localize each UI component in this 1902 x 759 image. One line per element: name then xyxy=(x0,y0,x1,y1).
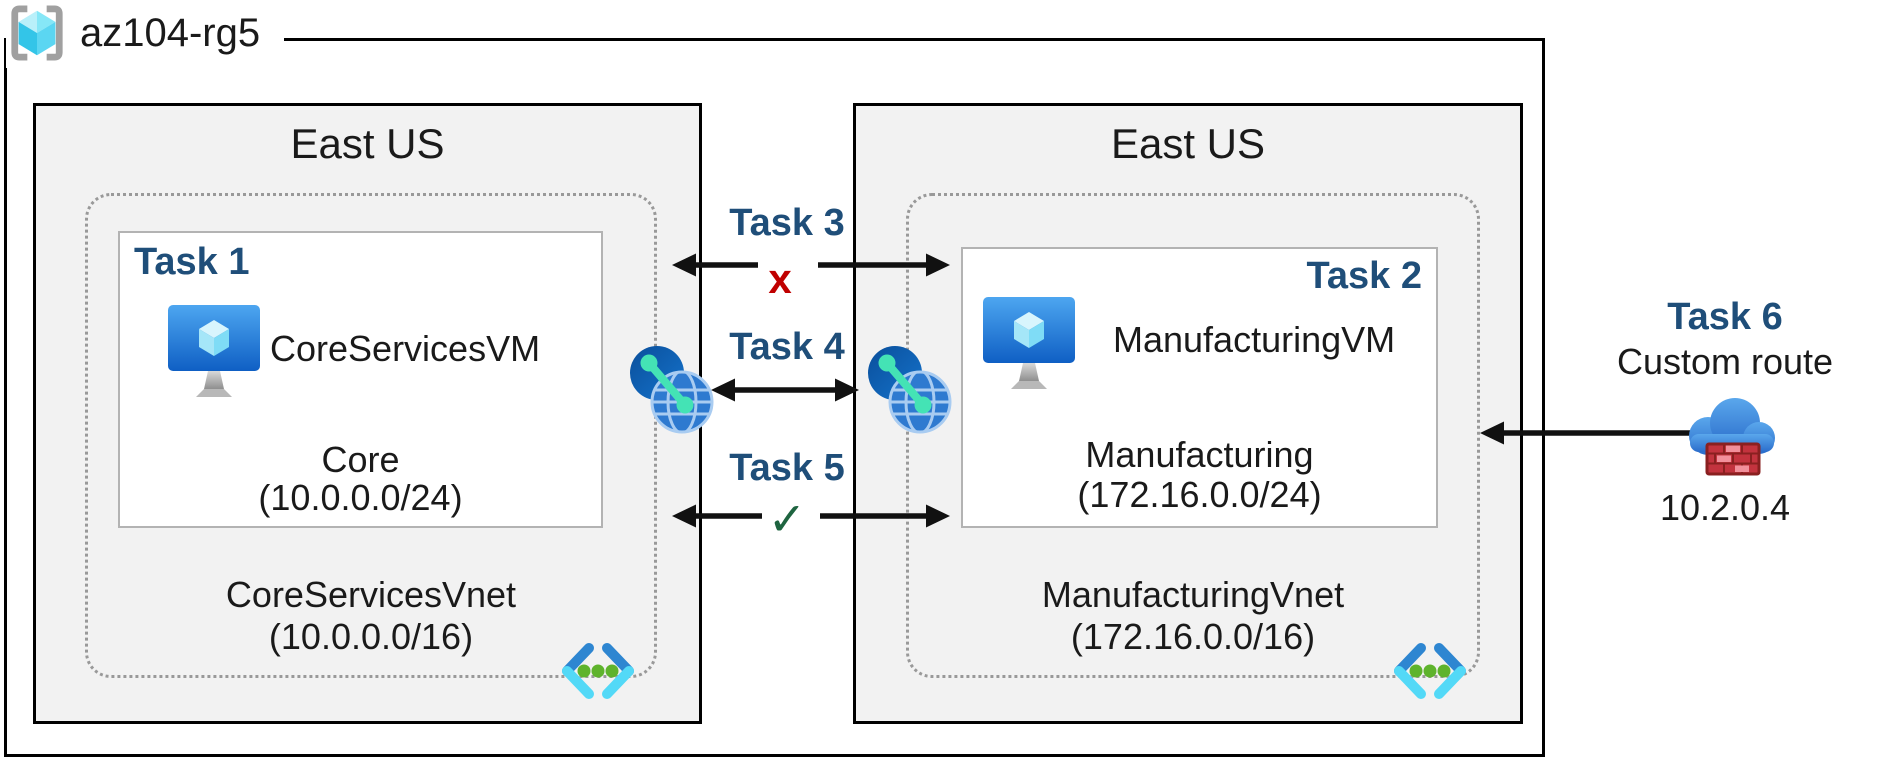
subnet-cidr-manufacturing: (172.16.0.0/24) xyxy=(1077,474,1322,515)
subnet-cidr-core: (10.0.0.0/24) xyxy=(258,477,463,518)
blocked-x-mark: x xyxy=(768,255,792,302)
task4-label: Task 4 xyxy=(729,326,845,368)
virtual-network-icon-right xyxy=(1394,643,1466,699)
region-left-title: East US xyxy=(290,120,445,167)
task6-ip-address: 10.2.0.4 xyxy=(1659,487,1791,528)
vnet-cidr-manufacturing: (172.16.0.0/16) xyxy=(1070,616,1316,657)
vnet-peering-icon-right xyxy=(868,346,952,434)
vm-name-manufacturing: ManufacturingVM xyxy=(1113,319,1396,360)
task6-label: Task 6 xyxy=(1667,296,1783,338)
virtual-network-icon-left xyxy=(562,643,634,699)
vnet-name-manufacturing: ManufacturingVnet xyxy=(1041,574,1345,615)
vnet-box-manufacturing: ManufacturingVnet (172.16.0.0/16) xyxy=(906,193,1480,678)
subnet-name-core: Core xyxy=(321,439,400,480)
vnet-box-coreservices: CoreServicesVnet (10.0.0.0/16) xyxy=(85,193,657,678)
vnet-peering-icon-left xyxy=(630,346,714,434)
subnet-box-core: Task 1 CoreServicesVM Core xyxy=(118,231,603,528)
virtual-machine-icon-coreservices xyxy=(168,305,260,397)
region-left-east-us: East US CoreServicesVnet (10.0.0.0/16) T… xyxy=(33,103,702,724)
vnet-cidr-coreservices: (10.0.0.0/16) xyxy=(268,616,474,657)
region-right-title: East US xyxy=(1110,120,1266,167)
task6-subtitle: Custom route xyxy=(1616,341,1834,382)
task3-label: Task 3 xyxy=(729,202,845,244)
subnet-box-manufacturing: Task 2 ManufacturingVM Manufactu xyxy=(961,247,1438,528)
vm-name-coreservices: CoreServicesVM xyxy=(270,328,541,369)
virtual-machine-icon-manufacturing xyxy=(983,297,1075,389)
region-right-east-us: East US ManufacturingVnet (172.16.0.0/16… xyxy=(853,103,1523,724)
subnet-name-manufacturing: Manufacturing xyxy=(1085,434,1314,475)
allowed-check-mark: ✓ xyxy=(767,493,807,545)
resource-group-name: az104-rg5 xyxy=(80,10,261,55)
nva-cloud-firewall-icon xyxy=(1672,390,1782,483)
task1-label: Task 1 xyxy=(134,241,250,283)
vnet-name-coreservices: CoreServicesVnet xyxy=(225,574,517,615)
resource-group-label: az104-rg5 xyxy=(6,2,285,68)
task2-label: Task 2 xyxy=(1306,255,1422,297)
firewall-bricks xyxy=(1705,442,1761,476)
resource-group-icon xyxy=(11,5,63,61)
task5-label: Task 5 xyxy=(729,447,845,489)
